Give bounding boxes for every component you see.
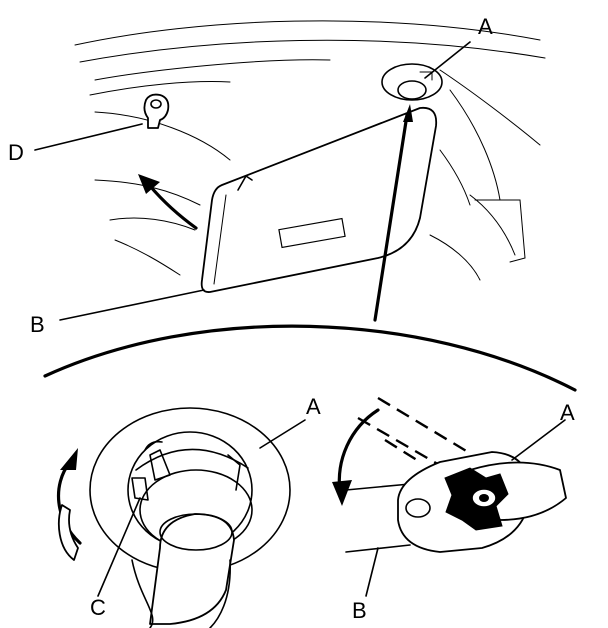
callout-b-right-detail: B <box>352 598 367 623</box>
callout-a-right-detail: A <box>560 400 575 425</box>
callout-a-left-detail: A <box>306 394 321 419</box>
sun-visor <box>200 106 438 293</box>
detail-left-clip-rotation <box>56 407 306 628</box>
section-divider-arc <box>43 324 577 392</box>
callout-b-top: B <box>30 312 45 337</box>
callout-a-top: A <box>478 14 493 39</box>
detail-pointer-arrow <box>373 104 413 322</box>
callout-c: C <box>90 595 106 620</box>
visor-mirror <box>278 217 346 249</box>
detail-right-visor-hinge <box>332 396 567 597</box>
visor-clip-d <box>143 93 170 129</box>
rotate-arrow-top <box>138 174 198 230</box>
callout-lines-top <box>34 41 471 321</box>
visor-mount-hole <box>381 63 443 101</box>
callout-d: D <box>8 140 24 165</box>
headliner-background <box>74 20 546 281</box>
